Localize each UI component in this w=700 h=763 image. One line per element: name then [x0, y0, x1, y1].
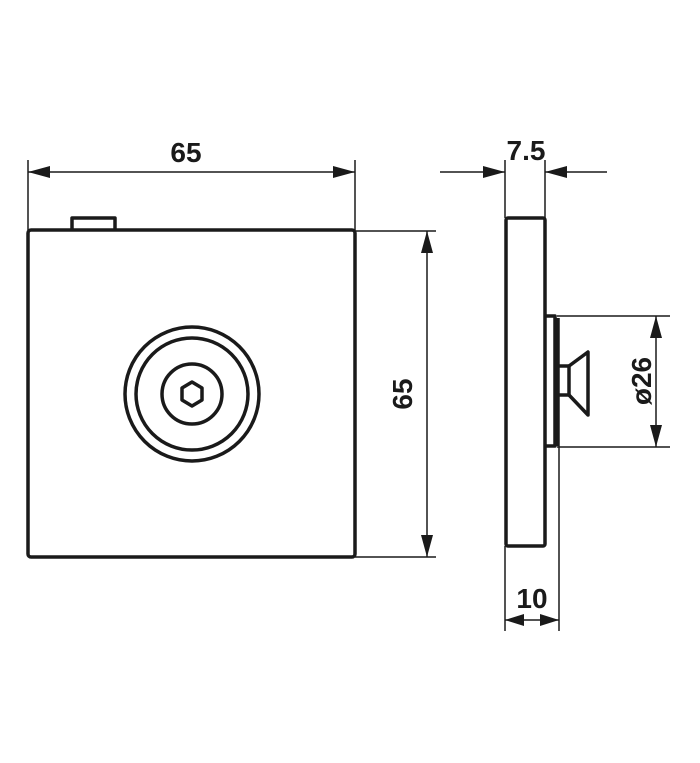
arrowhead — [650, 425, 662, 447]
plate-depth-dimension: 7.5 — [440, 135, 607, 218]
top-tab — [70, 216, 117, 230]
height-label: 65 — [387, 378, 418, 409]
arrowhead — [540, 614, 559, 626]
front-view — [26, 216, 357, 559]
arrowhead — [421, 535, 433, 557]
arrowhead — [650, 316, 662, 338]
plate-depth-label: 7.5 — [507, 135, 546, 166]
arrowhead — [545, 166, 567, 178]
total-depth-label: 10 — [516, 583, 547, 614]
front-plate-outline — [26, 228, 357, 559]
diameter-dimension: ø26 — [557, 315, 670, 448]
outer-ring — [123, 325, 261, 463]
middle-ring — [134, 336, 250, 452]
knob-stem — [559, 364, 571, 397]
side-plate — [504, 216, 547, 548]
width-dimension: 65 — [27, 137, 356, 230]
width-label: 65 — [170, 137, 201, 168]
arrowhead — [483, 166, 505, 178]
arrowhead — [505, 614, 524, 626]
total-depth-dimension: 10 — [504, 446, 560, 631]
diameter-label: ø26 — [626, 357, 657, 405]
arrowhead — [333, 166, 355, 178]
knob-base — [545, 314, 557, 448]
side-view — [504, 216, 590, 548]
inner-ring — [160, 362, 224, 426]
knob-cone — [567, 350, 590, 417]
hex-socket-icon — [180, 380, 204, 408]
arrowhead — [28, 166, 50, 178]
height-dimension: 65 — [355, 230, 436, 558]
arrowhead — [421, 231, 433, 253]
